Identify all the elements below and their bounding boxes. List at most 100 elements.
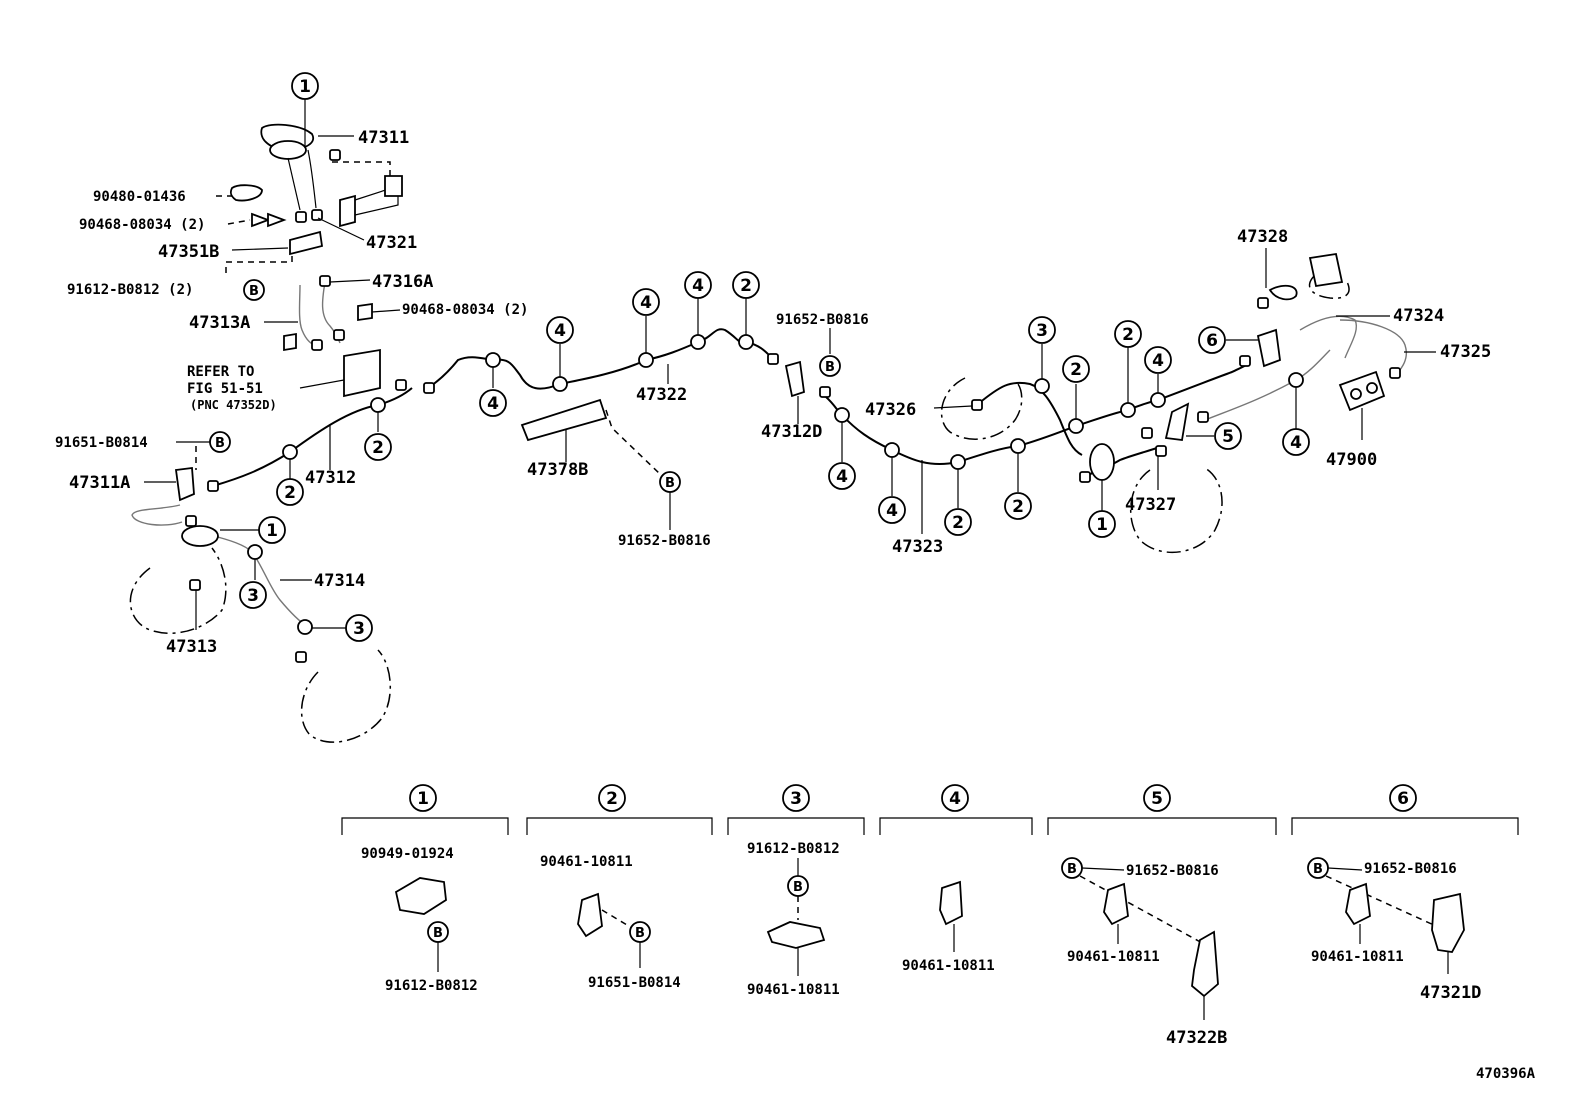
part-label: 90480-01436: [93, 189, 186, 205]
part-label: 47312D: [761, 422, 822, 442]
callout-4: 4: [546, 316, 574, 344]
svg-text:3: 3: [247, 586, 259, 606]
legend-set-1: 1 90949-01924 B 91612-B0812: [361, 784, 478, 994]
part-label: 47328: [1237, 227, 1288, 247]
svg-text:1: 1: [1096, 515, 1108, 535]
part-label: 47900: [1326, 450, 1377, 470]
svg-text:4: 4: [487, 394, 499, 414]
legend-set-3: 3 91612-B0812 B 90461-10811: [747, 784, 840, 998]
svg-text:1: 1: [266, 521, 278, 541]
callout-4: 4: [1282, 428, 1310, 456]
svg-text:3: 3: [1036, 321, 1048, 341]
svg-text:5: 5: [1151, 789, 1163, 809]
b-mark: B: [659, 471, 681, 493]
svg-text:2: 2: [952, 513, 964, 533]
callout-2: 2: [1114, 320, 1142, 348]
svg-text:2: 2: [1070, 360, 1082, 380]
svg-text:2: 2: [606, 789, 618, 809]
part-label: 47316A: [372, 272, 433, 292]
part-label: 47321: [366, 233, 417, 253]
part-labels: 47311 90480-01436 90468-08034 (2) 47321 …: [55, 128, 1491, 657]
brake-pipes: [212, 328, 1251, 487]
wheel-outlines: [129, 274, 1350, 743]
legend-set-4: 4 90461-10811: [902, 784, 995, 974]
callout-2: 2: [1004, 492, 1032, 520]
svg-text:B: B: [793, 880, 803, 895]
svg-text:B: B: [433, 926, 443, 941]
svg-text:B: B: [1067, 862, 1077, 877]
part-label: 47327: [1125, 495, 1176, 515]
svg-text:2: 2: [740, 276, 752, 296]
svg-text:4: 4: [1152, 351, 1164, 371]
refer-note-line: REFER TO: [187, 364, 254, 380]
callout-3: 3: [239, 581, 267, 609]
part-label: 47311: [358, 128, 409, 148]
part-label: 91612-B0812 (2): [67, 282, 193, 298]
part-label: 47312: [305, 468, 356, 488]
part-label: 47378B: [527, 460, 588, 480]
part-label: 47324: [1393, 306, 1444, 326]
part-label: 91651-B0814: [55, 435, 148, 451]
callout-4: 4: [1144, 346, 1172, 374]
part-label: 90461-10811: [540, 854, 633, 870]
callout-6: 6: [1198, 326, 1226, 354]
b-mark: B: [819, 355, 841, 377]
svg-text:3: 3: [790, 789, 802, 809]
callout-3: 3: [345, 614, 373, 642]
callout-3: 3: [1028, 316, 1056, 344]
svg-text:B: B: [1313, 862, 1323, 877]
callout-2: 2: [276, 478, 304, 506]
part-label: 90468-08034 (2): [79, 217, 205, 233]
part-label: 47314: [314, 571, 365, 591]
callout-2: 2: [1062, 355, 1090, 383]
part-label: 91652-B0816: [776, 312, 869, 328]
callout-1: 1: [258, 516, 286, 544]
part-label: 90461-10811: [747, 982, 840, 998]
svg-text:B: B: [665, 476, 675, 491]
b-mark: B: [243, 279, 265, 301]
part-label: 47313A: [189, 313, 250, 333]
refer-note-line: (PNC 47352D): [190, 398, 277, 412]
part-label: 47326: [865, 400, 916, 420]
part-label: 90461-10811: [902, 958, 995, 974]
callout-2: 2: [944, 508, 972, 536]
callout-4: 4: [878, 496, 906, 524]
part-label: 91612-B0812: [747, 841, 840, 857]
svg-text:B: B: [215, 436, 225, 451]
svg-text:B: B: [249, 284, 259, 299]
part-label: 91612-B0812: [385, 978, 478, 994]
flare-nuts: [185, 149, 1401, 663]
svg-text:2: 2: [372, 438, 384, 458]
legend-set-5: 5 B 91652-B0816 90461-10811 47322B: [1061, 784, 1227, 1048]
part-label: 91651-B0814: [588, 975, 681, 991]
callout-4: 4: [632, 288, 660, 316]
callout-1: 1: [291, 72, 319, 100]
b-mark: B: [209, 431, 231, 453]
clamp-nodes: [247, 334, 1304, 635]
rear-brake-components: [174, 252, 1386, 547]
svg-text:4: 4: [640, 293, 652, 313]
part-label: 91652-B0816: [1364, 861, 1457, 877]
callout-4: 4: [684, 271, 712, 299]
callouts: 1 1 1 2 2 2 2 2 2 2 3 3 3 4 4 4 4 4 4 4 …: [239, 72, 1310, 642]
part-label: 47311A: [69, 473, 130, 493]
svg-text:2: 2: [1122, 325, 1134, 345]
callout-5: 5: [1214, 422, 1242, 450]
legend-set-2: 2 90461-10811 B 91651-B0814: [540, 784, 681, 991]
part-label: 47325: [1440, 342, 1491, 362]
part-label: 47323: [892, 537, 943, 557]
part-label: 47313: [166, 637, 217, 657]
svg-text:6: 6: [1206, 331, 1218, 351]
master-cylinder-area: [225, 123, 403, 398]
part-label: 47322B: [1166, 1028, 1227, 1048]
svg-text:B: B: [635, 926, 645, 941]
clamp-legend: 1 90949-01924 B 91612-B0812 2 90461-1081…: [341, 784, 1519, 1048]
svg-text:B: B: [825, 360, 835, 375]
b-marks: B B B B: [209, 279, 841, 493]
leader-lines: [144, 98, 1436, 630]
svg-text:5: 5: [1222, 427, 1234, 447]
svg-text:4: 4: [554, 321, 566, 341]
part-label: 90468-08034 (2): [402, 302, 528, 318]
callout-4: 4: [828, 462, 856, 490]
